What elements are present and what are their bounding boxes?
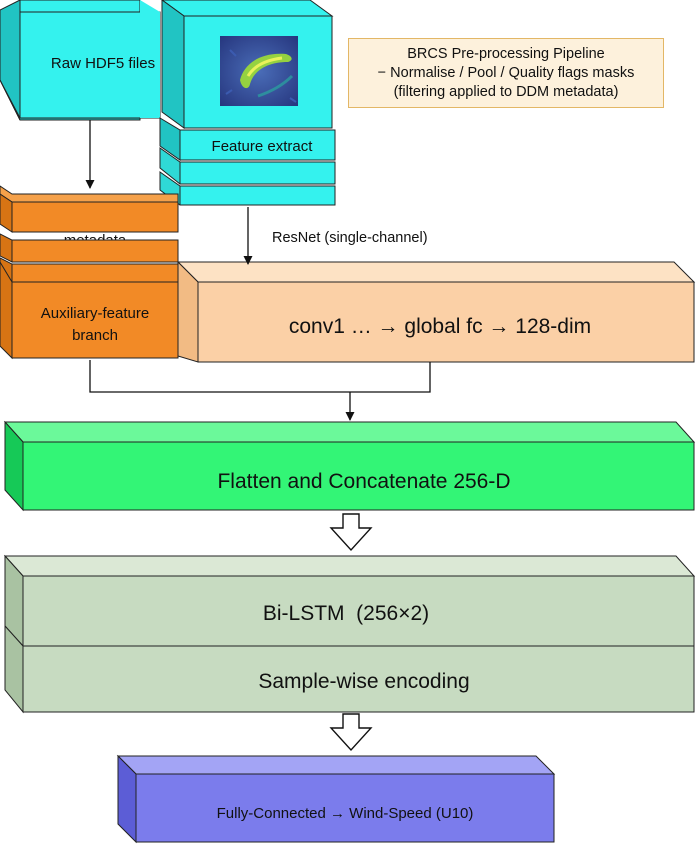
resnet-conv-block: conv1 … → global fc → 128-dim bbox=[176, 260, 696, 363]
conv-block-label: conv1 … → global fc → 128-dim bbox=[289, 315, 591, 338]
flatten-concatenate-block: Flatten and Concatenate 256-D bbox=[3, 420, 696, 512]
bilstm-stack: Bi-LSTM (256×2) Sample-wise encoding bbox=[3, 554, 696, 714]
fully-connected-block: Fully-Connected → Wind-Speed (U10) bbox=[116, 754, 556, 844]
preprocessing-note: BRCS Pre-processing Pipeline − Normalise… bbox=[348, 38, 664, 108]
note-line-2: − Normalise / Pool / Quality flags masks bbox=[377, 64, 635, 81]
hollow-arrow-1 bbox=[329, 513, 373, 552]
note-line-1: BRCS Pre-processing Pipeline bbox=[407, 45, 605, 62]
aux-branch-label-line2: branch bbox=[72, 327, 118, 344]
flatten-label: Flatten and Concatenate 256-D bbox=[217, 470, 510, 493]
note-line-3: (filtering applied to DDM metadata) bbox=[393, 83, 619, 100]
ddm-image bbox=[220, 36, 298, 106]
bilstm-label: Bi-LSTM (256×2) bbox=[263, 602, 429, 625]
aux-branch-label-line1: Auxiliary-feature bbox=[41, 305, 149, 322]
raw-hdf5-label: Raw HDF5 files bbox=[51, 55, 155, 72]
hollow-arrow-2 bbox=[329, 713, 373, 752]
fc-label: Fully-Connected → Wind-Speed (U10) bbox=[217, 805, 474, 822]
resnet-label: ResNet (single-channel) bbox=[272, 230, 428, 246]
raw-hdf5-files-box: Raw HDF5 files bbox=[0, 0, 161, 121]
connectors bbox=[85, 120, 431, 421]
feature-extract-label: Feature extract bbox=[212, 138, 314, 155]
feature-extract-stack: Feature extract bbox=[159, 0, 336, 206]
encoding-label: Sample-wise encoding bbox=[258, 670, 469, 693]
merge-line bbox=[89, 360, 431, 393]
auxiliary-feature-stack: metadata Auxiliary-feature branch bbox=[0, 185, 179, 360]
